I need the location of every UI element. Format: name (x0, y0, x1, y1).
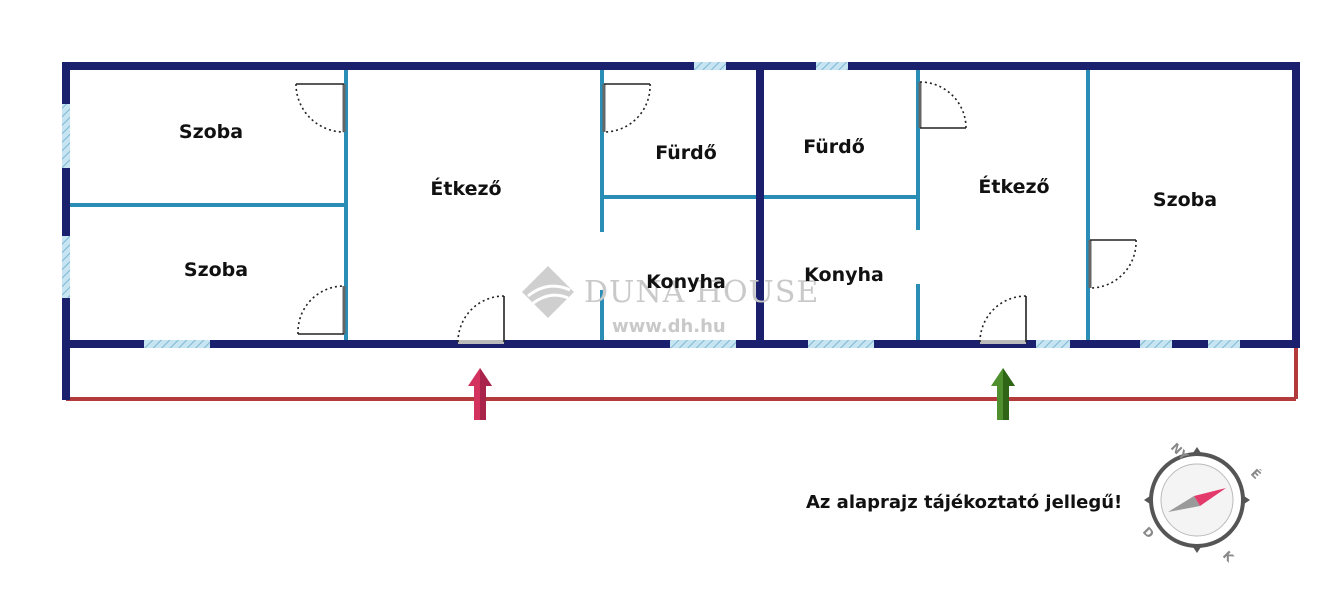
window (62, 236, 70, 298)
duna-house-logo-icon (522, 266, 574, 318)
entrance-arrow-red-icon (468, 368, 492, 420)
window (808, 340, 874, 348)
watermark-brand: DUNA HOUSE (584, 275, 819, 310)
window (1140, 340, 1172, 348)
room-label-szoba: Szoba (1153, 189, 1217, 211)
plot-boundary (62, 344, 1298, 401)
door (979, 295, 1027, 344)
disclaimer-note: Az alaprajz tájékoztató jellegű! (806, 492, 1122, 513)
window (670, 340, 736, 348)
room-label-etkezo: Étkező (978, 175, 1049, 198)
door (918, 81, 967, 129)
door (297, 285, 346, 335)
room-label-konyha: Konyha (646, 271, 726, 293)
windows (62, 62, 1240, 348)
window (1036, 340, 1070, 348)
compass-label-e: É (1248, 466, 1264, 482)
window (62, 104, 70, 168)
window (1208, 340, 1240, 348)
compass-label-d: D (1140, 524, 1157, 541)
room-label-furdo: Fürdő (655, 142, 717, 164)
window (694, 62, 726, 70)
doors (295, 81, 1137, 344)
door (602, 83, 651, 133)
room-label-szoba: Szoba (179, 121, 243, 143)
room-label-furdo: Fürdő (803, 136, 865, 158)
compass-icon: NY É K D (1140, 440, 1264, 565)
door (295, 83, 346, 133)
door (1088, 239, 1137, 289)
room-labels: Szoba Szoba Étkező Fürdő Konyha Fürdő Ko… (179, 121, 1217, 293)
inner-walls (70, 70, 1090, 340)
room-label-szoba: Szoba (184, 259, 248, 281)
window (144, 340, 210, 348)
window (816, 62, 848, 70)
compass-label-k: K (1220, 548, 1237, 565)
watermark: DUNA HOUSE www.dh.hu (522, 266, 819, 337)
room-label-etkezo: Étkező (430, 177, 501, 200)
entrance-arrow-green-icon (991, 368, 1015, 420)
watermark-url: www.dh.hu (612, 316, 726, 337)
room-label-konyha: Konyha (804, 264, 884, 286)
door (457, 295, 505, 344)
